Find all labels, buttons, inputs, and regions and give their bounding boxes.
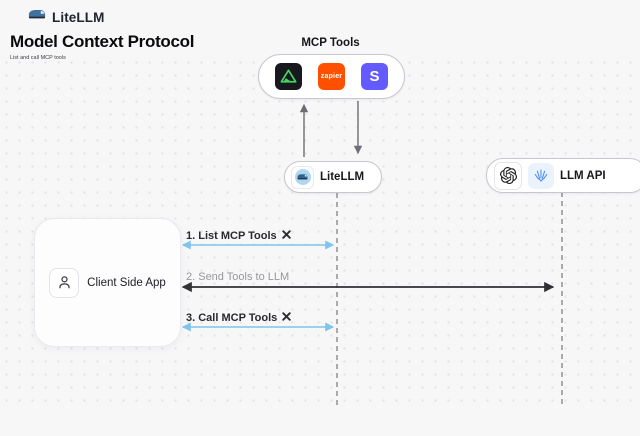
step3-text: 3. Call MCP Tools	[186, 312, 278, 324]
train-icon	[28, 8, 46, 26]
llm-api-node: LLM API	[486, 158, 640, 193]
zapier-icon: zapier	[318, 63, 345, 90]
llm-api-node-label: LLM API	[560, 169, 606, 182]
step1-label: 1. List MCP Tools	[186, 229, 292, 243]
mcp-tools-node: zapier S	[258, 54, 405, 99]
litellm-node: LiteLLM	[284, 161, 382, 193]
tools-icon	[281, 229, 292, 243]
green-triangle-tool-icon	[275, 63, 302, 90]
page-title: Model Context Protocol	[10, 32, 195, 51]
client-side-app-label: Client Side App	[87, 276, 166, 289]
llm-provider-icon	[528, 162, 554, 189]
page-subtitle: List and call MCP tools	[10, 55, 66, 61]
step2-label: 2. Send Tools to LLM	[186, 271, 289, 283]
litellm-train-icon	[291, 165, 314, 189]
tools-icon	[281, 311, 292, 325]
litellm-node-label: LiteLLM	[320, 171, 365, 183]
step1-text: 1. List MCP Tools	[186, 230, 277, 242]
brand-name: LiteLLM	[52, 9, 105, 25]
brand-logo: LiteLLM	[28, 8, 104, 26]
stripe-icon: S	[361, 63, 388, 90]
client-side-app-node: Client Side App	[34, 218, 181, 347]
mcp-tools-label: MCP Tools	[301, 37, 360, 49]
person-icon	[49, 267, 80, 298]
step2-text: 2. Send Tools to LLM	[186, 271, 290, 283]
openai-icon	[494, 161, 522, 190]
step3-label: 3. Call MCP Tools	[186, 311, 292, 325]
